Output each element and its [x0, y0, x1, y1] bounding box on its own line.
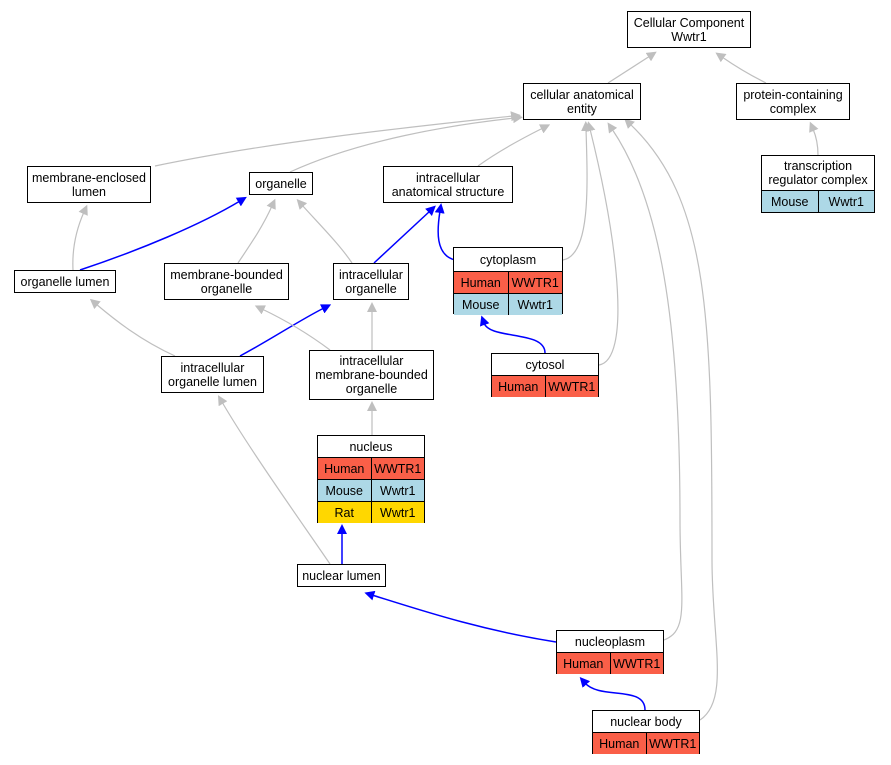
node-label: nuclear lumen	[302, 568, 381, 583]
node-label: transcription regulator complex	[768, 159, 868, 187]
edge-pcc-to-root	[715, 52, 767, 84]
node-pcc[interactable]: protein-containing complex	[736, 83, 850, 120]
edge-nbody-to-nucleo	[579, 677, 646, 711]
edge-cyto-to-cae	[562, 121, 592, 261]
species-row: Human WWTR1	[454, 271, 562, 293]
node-label: Cellular Component Wwtr1	[633, 15, 745, 44]
species-label: Human	[498, 379, 539, 394]
edge-io-to-org	[296, 199, 353, 264]
edge-nucleo-to-nuclum	[364, 590, 557, 643]
node-ias[interactable]: intracellular anatomical structure	[383, 166, 513, 203]
gene-label: WWTR1	[609, 653, 664, 674]
node-label: cellular anatomical entity	[530, 87, 634, 116]
edge-orglum-to-org	[79, 196, 247, 271]
edge-ias-to-cae	[477, 124, 551, 167]
species-row: Human WWTR1	[318, 457, 424, 479]
species-label: Mouse	[325, 483, 364, 498]
node-iol[interactable]: intracellular organelle lumen	[161, 356, 264, 393]
node-orglum[interactable]: organelle lumen	[14, 270, 116, 293]
node-label: organelle lumen	[20, 274, 110, 289]
node-io[interactable]: intracellular organelle	[333, 263, 409, 300]
node-label: protein-containing complex	[743, 87, 843, 116]
edge-io-to-ias	[373, 205, 436, 264]
edge-orglum-to-mel	[72, 204, 88, 271]
gene-label: WWTR1	[645, 733, 700, 754]
species-row: Rat Wwtr1	[318, 501, 424, 523]
edge-cytosol-to-cae	[585, 121, 619, 366]
node-label: organelle	[255, 176, 307, 191]
edge-cytosol-to-cyto	[479, 315, 546, 354]
node-imbo[interactable]: intracellular membrane-bounded organelle	[309, 350, 434, 400]
gene-label: WWTR1	[370, 458, 425, 479]
species-label: Human	[563, 656, 604, 671]
node-label: nucleus	[349, 439, 393, 454]
node-label: intracellular organelle lumen	[168, 360, 257, 389]
node-label: membrane-enclosed lumen	[32, 170, 146, 199]
node-label: intracellular anatomical structure	[391, 170, 505, 199]
species-row: Mouse Wwtr1	[762, 190, 874, 212]
node-label: intracellular organelle	[339, 267, 403, 296]
species-label: Human	[324, 461, 365, 476]
edge-org-to-cae	[289, 113, 523, 173]
edge-nbody-to-cae	[624, 118, 718, 721]
species-label: Mouse	[461, 297, 500, 312]
edge-trc-to-pcc	[809, 121, 819, 156]
species-row: Mouse Wwtr1	[318, 479, 424, 501]
species-label: Mouse	[770, 194, 809, 209]
species-row: Human WWTR1	[492, 375, 598, 397]
node-mbo[interactable]: membrane-bounded organelle	[164, 263, 289, 300]
gene-label: Wwtr1	[817, 191, 875, 212]
species-row: Mouse Wwtr1	[454, 293, 562, 315]
species-label: Rat	[334, 505, 354, 520]
gene-label: WWTR1	[507, 272, 563, 293]
gene-label: Wwtr1	[370, 502, 425, 523]
edge-cyto-to-ias	[434, 203, 456, 261]
node-label: cytosol	[525, 357, 565, 372]
edge-nuclum-to-iol	[217, 395, 331, 565]
node-label: nucleoplasm	[574, 634, 646, 649]
node-label: intracellular membrane-bounded organelle	[315, 354, 428, 396]
node-org[interactable]: organelle	[249, 172, 313, 195]
species-row: Human WWTR1	[593, 732, 699, 754]
species-row: Human WWTR1	[557, 652, 663, 674]
gene-label: WWTR1	[544, 376, 599, 397]
edge-iol-to-orglum	[89, 298, 176, 357]
edge-mbo-to-org	[237, 198, 276, 264]
node-mel[interactable]: membrane-enclosed lumen	[27, 166, 151, 203]
species-label: Human	[599, 736, 640, 751]
edge-nucleo-to-cae	[607, 122, 683, 641]
gene-label: Wwtr1	[507, 294, 563, 315]
edge-iol-to-io	[239, 304, 332, 357]
node-label: membrane-bounded organelle	[170, 267, 283, 296]
node-root[interactable]: Cellular Component Wwtr1	[627, 11, 751, 48]
node-label: nuclear body	[610, 714, 682, 729]
gene-label: Wwtr1	[370, 480, 425, 501]
node-nuclum[interactable]: nuclear lumen	[297, 564, 386, 587]
edge-imbo-to-mbo	[254, 305, 331, 351]
species-label: Human	[460, 275, 501, 290]
node-cae[interactable]: cellular anatomical entity	[523, 83, 641, 120]
edge-cae-to-root	[607, 51, 657, 84]
node-label: cytoplasm	[479, 252, 537, 267]
edge-mel-to-cae	[154, 111, 521, 167]
